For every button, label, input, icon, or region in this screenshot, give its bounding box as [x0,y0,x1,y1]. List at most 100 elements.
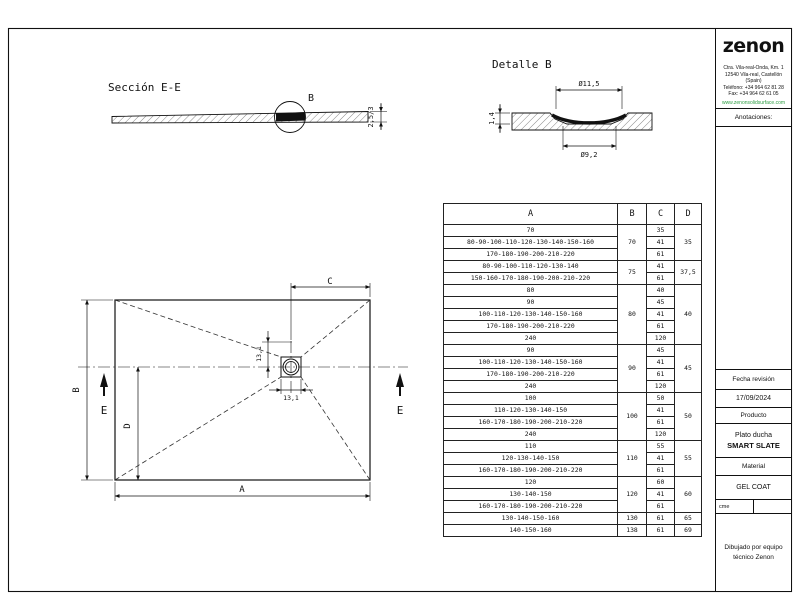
cell-a: 240 [443,332,618,345]
detail-dim-top [555,86,623,109]
product-line2: SMART SLATE [727,440,780,450]
cell-a: 90 [443,296,618,309]
cell-c: 120 [646,428,675,441]
detail-title: Detalle B [492,58,552,71]
section-thick-band [276,112,305,122]
section-marker-right: E [396,373,404,417]
centerlines [78,341,408,396]
dim-b-text: B [72,387,82,392]
cell-b: 120 [617,476,647,513]
cell-a: 160-170-180-190-200-210-220 [443,416,618,429]
table-row: 240 120 [443,428,702,441]
detail-dim-left-text: 1,4 [488,112,496,125]
cell-d: 37,5 [674,260,702,285]
cell-a: 110-120-130-140-150 [443,404,618,417]
cell-a: 100-110-120-130-140-150-160 [443,356,618,369]
section-marker-left: E [100,373,108,417]
detail-drain-seat [551,113,627,125]
cell-c: 60 [646,476,675,489]
cell-a: 170-180-190-200-210-220 [443,320,618,333]
address-line: (Spain) [745,78,762,84]
detail-dim-top-text: Ø11,5 [578,80,599,88]
cell-a: 80 [443,284,618,297]
cell-a: 130-140-150-160 [443,512,618,525]
cell-a: 80-90-100-110-120-130-140-150-160 [443,236,618,249]
address-line: Fax: +34 964 62 61 05 [728,91,779,97]
cell-a: 120 [443,476,618,489]
cell-b: 80 [617,284,647,345]
cell-a: 160-170-180-190-200-210-220 [443,464,618,477]
cme-cell: cme [716,500,791,514]
cell-c: 61 [646,500,675,513]
table-row: 90 45 [443,296,702,309]
cell-c: 61 [646,320,675,333]
detail-dim-bottom [562,126,617,150]
company-website: www.zenonsolidsurface.com [721,99,786,106]
sheet-frame [7,27,793,593]
cell-a: 110 [443,440,618,453]
section-thickness-text: 2,5/3 [367,106,375,127]
title-block: zenon Ctra. Vila-real-Onda, Km. 1 12540 … [715,29,791,591]
column-header: C [646,203,675,225]
cell-a: 240 [443,428,618,441]
table-row: 110-120-130-140-150 41 [443,404,702,417]
annotations-label: Anotaciones: [716,109,791,127]
cell-c: 41 [646,404,675,417]
cell-a: 100 [443,392,618,405]
cell-c: 61 [646,368,675,381]
section-marker-right-label: E [397,404,404,417]
cell-b: 110 [617,440,647,477]
company-address: Ctra. Vila-real-Onda, Km. 1 12540 Vila-r… [716,63,791,109]
cell-c: 61 [646,464,675,477]
section-thickness-dimension [370,103,387,130]
section-view: Sección E-E B 2,5/3 [108,81,387,133]
cell-c: 41 [646,308,675,321]
revision-date: 17/09/2024 [716,390,791,408]
cell-d: 65 [674,512,702,525]
cell-d: 69 [674,524,702,537]
section-profile [111,111,369,124]
cell-d: 35 [674,224,702,261]
cell-b: 138 [617,524,647,537]
dim-a-text: A [239,485,245,495]
table-row: 170-180-190-200-210-220 61 [443,368,702,381]
cell-a: 120-130-140-150 [443,452,618,465]
cell-a: 70 [443,224,618,237]
drain [280,356,302,378]
section-title: Sección E-E [108,81,181,94]
plan-view: C A B D [72,277,408,501]
cell-c: 45 [646,296,675,309]
section-marker-left-label: E [101,404,108,417]
detail-callout-circle [274,101,306,133]
address-line: Ctra. Vila-real-Onda, Km. 1 [723,65,784,71]
cell-c: 41 [646,452,675,465]
cell-b: 90 [617,344,647,393]
dim-a [114,482,371,501]
cell-d: 50 [674,392,702,441]
detail-dim-bottom-text: Ø9,2 [581,151,598,159]
cell-c: 41 [646,356,675,369]
cell-c: 41 [646,236,675,249]
cell-c: 50 [646,392,675,405]
detail-dim-left [495,104,510,133]
cell-a: 160-170-180-190-200-210-220 [443,500,618,513]
tray-outline [114,299,371,481]
dim-c [290,283,371,340]
cell-c: 55 [646,440,675,453]
table-row: 170-180-190-200-210-220 61 [443,320,702,333]
cell-a: 170-180-190-200-210-220 [443,368,618,381]
